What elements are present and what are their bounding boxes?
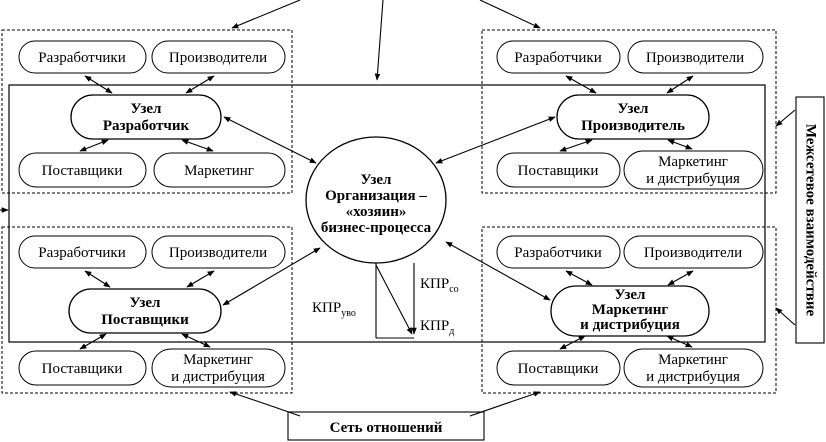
partner-label: Маркетинг	[658, 154, 728, 170]
center-connectors	[222, 116, 556, 306]
side-arrows	[775, 109, 796, 326]
side-label-box	[795, 96, 825, 344]
node-box	[68, 288, 222, 334]
bottom-arrows	[229, 391, 541, 417]
center-label: Узел	[361, 172, 392, 188]
node-label: Маркетинг	[592, 302, 669, 318]
partner-label: и дистрибуция	[646, 171, 740, 187]
partner-box	[18, 152, 147, 188]
node-label: и дистрибуция	[580, 317, 680, 333]
partner-box	[151, 348, 286, 388]
center-label: бизнес-процесса	[321, 220, 432, 236]
node-label: Узел	[615, 287, 646, 303]
bottom-label: Сеть отношений	[330, 420, 443, 436]
partner-label: Маркетинг	[658, 352, 728, 368]
side-label: Межсетевое взаимодействие	[803, 124, 819, 317]
partner-box	[623, 235, 764, 269]
partner-box	[627, 40, 764, 74]
center-node: Узел Организация – «хозяин» бизнес-проце…	[305, 136, 447, 264]
partner-label: и дистрибуция	[171, 369, 265, 385]
network-frame	[8, 84, 766, 343]
node-label: Узел	[618, 101, 649, 117]
partner-label: Маркетинг	[184, 163, 254, 179]
partner-label: Производители	[646, 50, 744, 66]
group-bottom-left	[1, 226, 293, 394]
partner-label: Поставщики	[518, 361, 599, 377]
partner-box	[151, 40, 286, 74]
kpr-co-label: КПРсо	[420, 276, 459, 295]
partner-box	[496, 350, 621, 386]
group-top-left	[1, 29, 293, 194]
partner-box	[18, 235, 147, 269]
node-label: Узел	[131, 101, 162, 117]
partner-label: Маркетинг	[183, 352, 253, 368]
center-label: «хозяин»	[346, 204, 407, 220]
partner-label: Производители	[169, 50, 267, 66]
partner-box	[623, 150, 764, 190]
partner-label: Разработчики	[38, 50, 125, 66]
node-label: Разработчик	[103, 118, 190, 134]
quadrant-top-right: Разработчики Производители Узел Производ…	[496, 40, 764, 190]
kpr-triangle	[375, 263, 417, 339]
bottom-label-box	[287, 411, 485, 441]
node-label: Поставщики	[101, 312, 189, 328]
quadrant-bottom-right: Разработчики Производители Узел Маркетин…	[496, 235, 764, 388]
node-label: Узел	[130, 295, 161, 311]
partner-label: Поставщики	[518, 163, 599, 179]
partner-label: Разработчики	[38, 245, 125, 261]
partner-label: Поставщики	[42, 163, 123, 179]
top-arrows	[231, 0, 541, 81]
partner-label: и дистрибуция	[646, 369, 740, 385]
partner-box	[18, 350, 147, 386]
kpr-uvo-label: КПРуво	[312, 300, 356, 319]
quadrant-bottom-left: Разработчики Производители Узел Поставщи…	[18, 235, 286, 388]
node-label: Производитель	[581, 118, 685, 134]
partner-label: Разработчики	[514, 50, 601, 66]
node-box	[556, 94, 710, 140]
group-top-right	[481, 29, 777, 194]
node-box	[550, 285, 710, 337]
partner-label: Производители	[169, 245, 267, 261]
center-label: Организация –	[325, 188, 427, 204]
partner-box	[623, 348, 764, 388]
partner-label: Поставщики	[42, 361, 123, 377]
partner-box	[496, 40, 621, 74]
partner-label: Производители	[644, 245, 742, 261]
quadrant-top-left: Разработчики Производители Узел Разработ…	[18, 40, 286, 188]
partner-box	[18, 40, 147, 74]
node-box	[70, 94, 222, 140]
partner-label: Разработчики	[514, 245, 601, 261]
kpr-d-label: КПРд	[420, 318, 454, 337]
